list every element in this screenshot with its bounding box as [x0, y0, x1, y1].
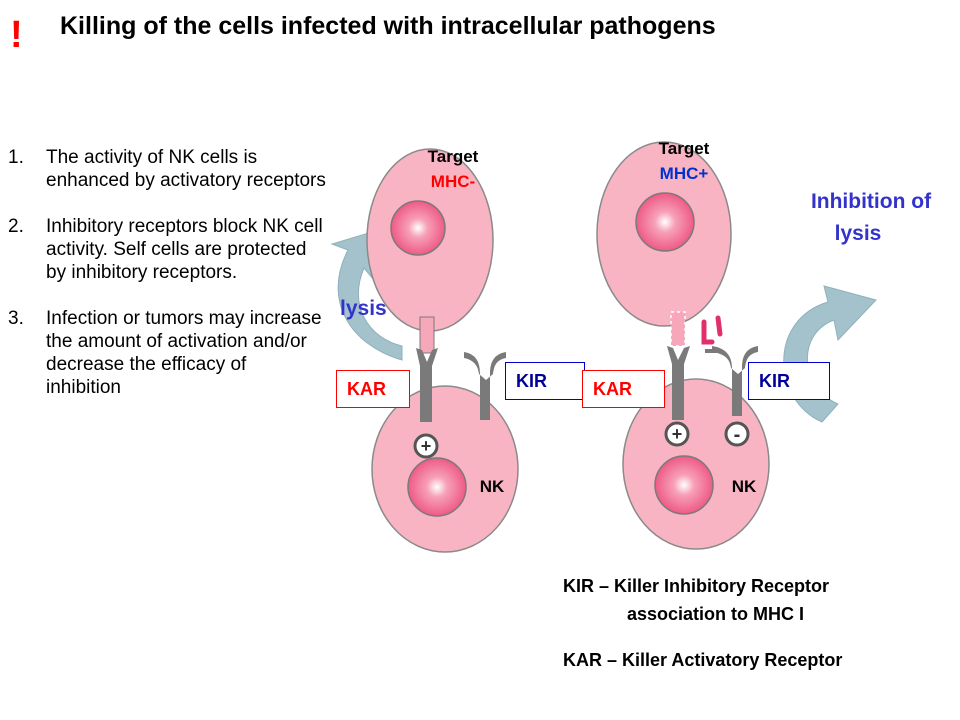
point-item-3: 3. Infection or tumors may increase the a… — [8, 307, 326, 399]
slide-title: Killing of the cells infected with intra… — [60, 12, 716, 40]
lysis-label: lysis — [340, 297, 387, 320]
target-label-left: Target — [428, 147, 479, 166]
left-panel: + Target MHC- lysis NK — [330, 147, 519, 553]
mhc-pos-label: MHC+ — [660, 164, 709, 183]
nk-nucleus — [654, 455, 714, 515]
inhibition-label-line2: lysis — [835, 222, 882, 245]
minus-sign: - — [734, 424, 741, 446]
inhibition-label-line1: Inhibition of — [811, 190, 932, 213]
point-number: 3. — [8, 308, 24, 329]
activating-ligand — [670, 311, 686, 347]
point-text: Infection or tumors may increase the amo… — [46, 308, 322, 398]
activating-ligand — [419, 316, 435, 354]
lysis-arrow-icon — [330, 225, 403, 361]
point-number: 2. — [8, 216, 24, 237]
legend-kir-line2: association to MHC I — [627, 604, 805, 624]
key-points-list: 1. The activity of NK cells is enhanced b… — [8, 146, 326, 422]
kar-receptor — [667, 346, 690, 420]
target-nucleus — [635, 192, 695, 252]
point-item-1: 1. The activity of NK cells is enhanced b… — [8, 146, 326, 192]
mhc-molecule — [701, 315, 723, 345]
inhibition-arrow-icon — [783, 285, 877, 423]
kir-receptor — [464, 352, 506, 420]
legend-kar: KAR – Killer Activatory Receptor — [563, 650, 843, 670]
point-item-2: 2. Inhibitory receptors block NK cell act… — [8, 215, 326, 284]
target-label-right: Target — [659, 139, 710, 158]
legend-kir-line1: KIR – Killer Inhibitory Receptor — [563, 576, 830, 596]
point-text: Inhibitory receptors block NK cell activ… — [46, 216, 323, 283]
exclamation-mark: ! — [10, 14, 23, 56]
plus-sign: + — [421, 436, 432, 456]
point-number: 1. — [8, 147, 24, 168]
minus-icon — [724, 421, 750, 447]
point-text: The activity of NK cells is enhanced by … — [46, 147, 326, 191]
plus-icon — [664, 421, 690, 447]
kir-box-left: KIR — [505, 362, 585, 400]
plus-sign: + — [672, 424, 683, 444]
nk-label-left: NK — [480, 477, 505, 496]
mhc-link — [705, 349, 717, 353]
kar-box-left: KAR — [336, 370, 410, 408]
mhc-neg-label: MHC- — [431, 172, 475, 191]
kar-box-right: KAR — [582, 370, 665, 408]
nk-label-right: NK — [732, 477, 757, 496]
target-nucleus — [390, 200, 446, 256]
plus-icon — [413, 433, 439, 459]
kir-box-right: KIR — [748, 362, 830, 400]
right-panel: + - Target MHC+ Inhibition of lysis NK — [596, 139, 932, 550]
nk-nucleus — [407, 457, 467, 517]
kir-receptor — [712, 346, 758, 416]
kar-receptor — [416, 348, 438, 422]
